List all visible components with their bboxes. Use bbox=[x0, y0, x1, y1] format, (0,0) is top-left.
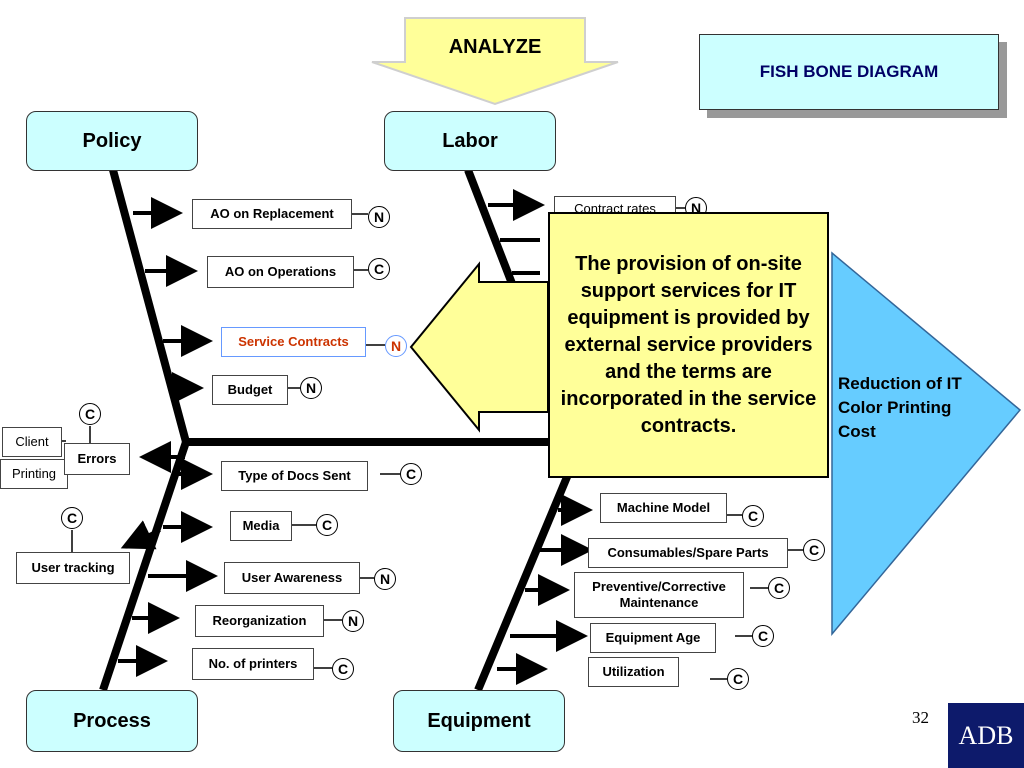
code-badge: C bbox=[727, 668, 749, 690]
code-badge: C bbox=[332, 658, 354, 680]
code-badge: C bbox=[79, 403, 101, 425]
code-badge: C bbox=[742, 505, 764, 527]
callout-arrow bbox=[409, 261, 549, 433]
bone-equipment bbox=[474, 463, 576, 692]
code-badge: C bbox=[368, 258, 390, 280]
analyze-arrow bbox=[371, 17, 619, 106]
cause-consumables-spare-parts: Consumables/Spare Parts bbox=[588, 538, 788, 568]
code-badge: N bbox=[300, 377, 322, 399]
cause-media: Media bbox=[230, 511, 292, 541]
cause-utilization: Utilization bbox=[588, 657, 679, 687]
cause-type-of-docs-sent: Type of Docs Sent bbox=[221, 461, 368, 491]
code-badge: C bbox=[803, 539, 825, 561]
callout-note: The provision of on-site support service… bbox=[548, 212, 829, 478]
cause-user-awareness: User Awareness bbox=[224, 562, 360, 594]
effect-label: Reduction of IT Color Printing Cost bbox=[838, 374, 962, 441]
cause-client: Client bbox=[2, 427, 62, 457]
code-badge: N bbox=[368, 206, 390, 228]
cause-ao-on-replacement: AO on Replacement bbox=[192, 199, 352, 229]
adb-logo: ADB bbox=[948, 703, 1024, 768]
cause-user-tracking: User tracking bbox=[16, 552, 130, 584]
code-badge: C bbox=[316, 514, 338, 536]
page-title: FISH BONE DIAGRAM bbox=[699, 34, 999, 110]
bone-process bbox=[99, 440, 190, 692]
code-badge: C bbox=[400, 463, 422, 485]
code-badge: N bbox=[342, 610, 364, 632]
analyze-label: ANALYZE bbox=[448, 36, 542, 58]
cause-printing: Printing bbox=[0, 459, 68, 489]
code-badge: C bbox=[61, 507, 83, 529]
cause-reorganization: Reorganization bbox=[195, 605, 324, 637]
cause-equipment-age: Equipment Age bbox=[590, 623, 716, 653]
cause-errors: Errors bbox=[64, 443, 130, 475]
code-badge: N bbox=[374, 568, 396, 590]
category-policy: Policy bbox=[26, 111, 198, 171]
category-process: Process bbox=[26, 690, 198, 752]
cause-no-of-printers: No. of printers bbox=[192, 648, 314, 680]
category-equipment: Equipment bbox=[393, 690, 565, 752]
cause-ao-on-operations: AO on Operations bbox=[207, 256, 354, 288]
cause-service-contracts: Service Contracts bbox=[221, 327, 366, 357]
effect-head bbox=[831, 251, 1022, 637]
bone-policy bbox=[109, 168, 190, 444]
code-badge: N bbox=[385, 335, 407, 357]
cause-machine-model: Machine Model bbox=[600, 493, 727, 523]
cause-budget: Budget bbox=[212, 375, 288, 405]
branch-arrow bbox=[120, 520, 161, 550]
code-badge: C bbox=[768, 577, 790, 599]
category-labor: Labor bbox=[384, 111, 556, 171]
cause-preventive-corrective-maintenance: Preventive/Corrective Maintenance bbox=[574, 572, 744, 618]
code-badge: C bbox=[752, 625, 774, 647]
page-number: 32 bbox=[912, 708, 929, 727]
